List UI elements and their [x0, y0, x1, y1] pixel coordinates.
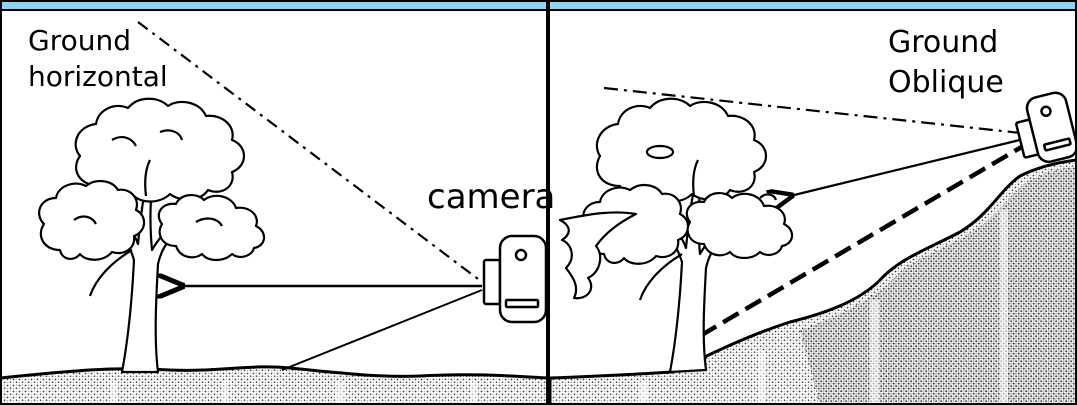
right-panel: Ground Oblique: [550, 0, 1077, 405]
left-title-line2: horizontal: [28, 60, 168, 93]
flat-ground: [0, 367, 548, 405]
field-of-view-lower-line: [282, 290, 482, 370]
camera-label: camera: [427, 177, 555, 217]
right-title-line1: Ground: [888, 25, 998, 60]
right-title-line2: Oblique: [888, 65, 1004, 100]
sight-arrow-right: [790, 138, 1028, 196]
tree-left: [39, 99, 264, 372]
camera-icon-tilted: [1011, 90, 1077, 167]
left-panel: Ground horizontal camera: [0, 0, 555, 405]
left-title-line1: Ground: [28, 24, 131, 57]
tree-right: [560, 99, 792, 372]
sloped-ground-shadow: [800, 166, 1077, 405]
camera-icon: [484, 236, 546, 322]
